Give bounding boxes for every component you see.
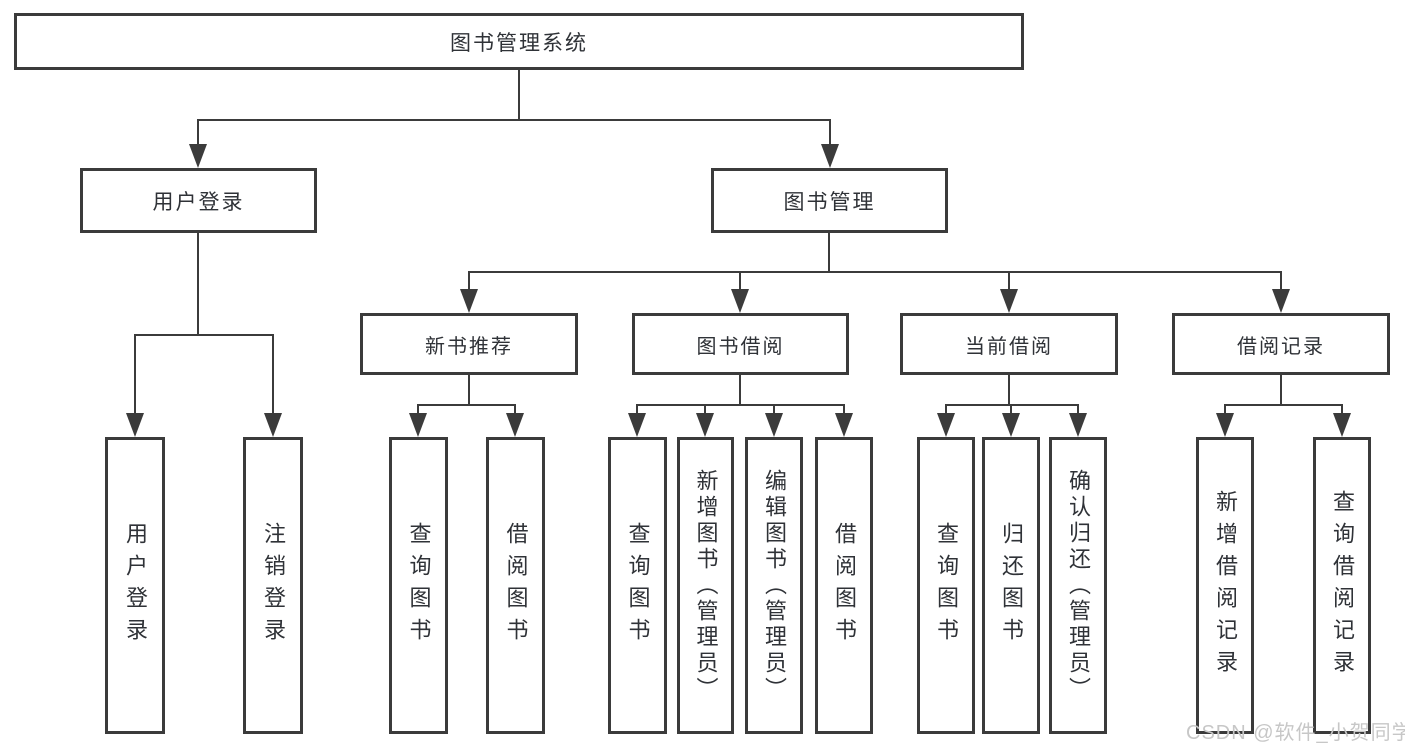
connector-line — [1280, 271, 1282, 291]
leaf-borrow-query-books: 查询图书 — [608, 437, 667, 734]
connector-line — [739, 271, 741, 291]
connector-line — [1224, 404, 1343, 406]
leaf-borrow-add-books-admin: 新增图书（管理员） — [677, 437, 734, 734]
connector-line — [1008, 375, 1010, 406]
leaf-newbook-query-books: 查询图书 — [389, 437, 448, 734]
leaf-current-return-books: 归还图书 — [982, 437, 1040, 734]
connector-line — [828, 233, 830, 273]
connector-line — [1077, 404, 1079, 415]
connector-line — [636, 404, 638, 415]
connector-line — [468, 375, 470, 406]
connector-line — [197, 233, 199, 336]
arrow-down-icon — [189, 144, 207, 168]
connector-line — [197, 119, 831, 121]
connector-line — [134, 334, 274, 336]
connector-line — [704, 404, 706, 415]
connector-line — [468, 271, 470, 291]
connector-line — [417, 404, 516, 406]
node-root-library-system: 图书管理系统 — [14, 13, 1024, 70]
arrow-down-icon — [821, 144, 839, 168]
connector-line — [945, 404, 947, 415]
connector-line — [1010, 404, 1012, 415]
connector-line — [1341, 404, 1343, 415]
node-book-borrowing: 图书借阅 — [632, 313, 849, 375]
node-book-management: 图书管理 — [711, 168, 948, 233]
arrow-down-icon — [1069, 413, 1087, 437]
leaf-borrow-edit-books-admin: 编辑图书（管理员） — [745, 437, 803, 734]
arrow-down-icon — [765, 413, 783, 437]
connector-line — [134, 334, 136, 416]
connector-line — [518, 70, 520, 120]
node-new-book-recommendation: 新书推荐 — [360, 313, 578, 375]
arrow-down-icon — [1333, 413, 1351, 437]
arrow-down-icon — [1272, 289, 1290, 313]
connector-line — [197, 119, 199, 147]
leaf-user-login: 用户登录 — [105, 437, 165, 734]
arrow-down-icon — [696, 413, 714, 437]
arrow-down-icon — [1216, 413, 1234, 437]
leaf-newbook-borrow-books: 借阅图书 — [486, 437, 545, 734]
leaf-records-query-record: 查询借阅记录 — [1313, 437, 1371, 734]
arrow-down-icon — [1000, 289, 1018, 313]
arrow-down-icon — [937, 413, 955, 437]
connector-line — [636, 404, 845, 406]
leaf-current-confirm-return-admin: 确认归还（管理员） — [1049, 437, 1107, 734]
arrow-down-icon — [409, 413, 427, 437]
arrow-down-icon — [835, 413, 853, 437]
node-borrowing-records: 借阅记录 — [1172, 313, 1390, 375]
connector-line — [945, 404, 1079, 406]
connector-line — [773, 404, 775, 415]
connector-line — [468, 271, 1282, 273]
arrow-down-icon — [264, 413, 282, 437]
connector-line — [829, 119, 831, 147]
arrow-down-icon — [460, 289, 478, 313]
leaf-current-query-books: 查询图书 — [917, 437, 975, 734]
arrow-down-icon — [126, 413, 144, 437]
leaf-borrow-borrow-books: 借阅图书 — [815, 437, 873, 734]
node-current-borrowing: 当前借阅 — [900, 313, 1118, 375]
connector-line — [1008, 271, 1010, 291]
connector-line — [843, 404, 845, 415]
connector-line — [1280, 375, 1282, 406]
arrow-down-icon — [506, 413, 524, 437]
leaf-logout: 注销登录 — [243, 437, 303, 734]
csdn-watermark: CSDN @软件_小贺同学 — [1186, 722, 1405, 744]
leaf-records-add-record: 新增借阅记录 — [1196, 437, 1254, 734]
arrow-down-icon — [628, 413, 646, 437]
arrow-down-icon — [1002, 413, 1020, 437]
connector-line — [739, 375, 741, 406]
connector-line — [1224, 404, 1226, 415]
connector-line — [272, 334, 274, 416]
connector-line — [417, 404, 419, 415]
connector-line — [514, 404, 516, 415]
node-user-login: 用户登录 — [80, 168, 317, 233]
arrow-down-icon — [731, 289, 749, 313]
